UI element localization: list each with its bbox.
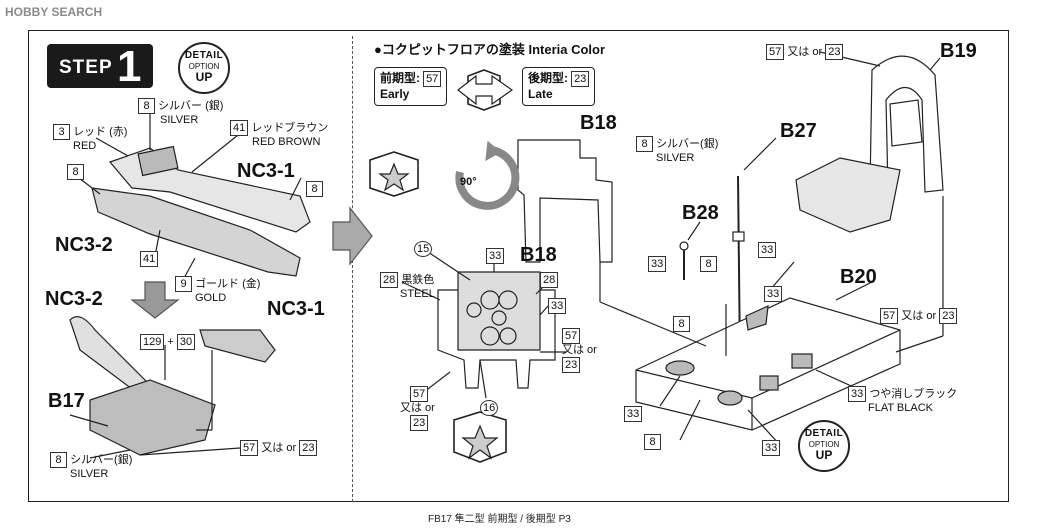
code-8-r: 8 xyxy=(700,256,717,272)
redbrown-callout: 41 レッドブラウン RED BROWN xyxy=(230,120,328,149)
badge2-line3: UP xyxy=(815,448,833,462)
color-name-en: SILVER xyxy=(160,114,199,126)
color-name-en: RED BROWN xyxy=(252,136,321,148)
color-code: 9 xyxy=(175,276,192,292)
code-8-b: 8 xyxy=(306,181,323,197)
red-callout: 3 レッド (赤) RED xyxy=(53,124,127,153)
early-box: 前期型: 57 Early xyxy=(374,67,448,106)
b28-codes: 33 xyxy=(648,256,667,272)
color-name-en: STEEL xyxy=(400,288,435,300)
color-code: 8 xyxy=(636,136,653,152)
code-33-a: 33 xyxy=(486,248,505,264)
code-41-b: 41 xyxy=(140,251,159,267)
part-b28: B28 xyxy=(682,202,719,224)
code-33-d: 33 xyxy=(758,242,777,258)
code-33-b: 33 xyxy=(548,298,567,314)
b20-or-callout: 57 又は or 23 xyxy=(880,308,958,324)
color-name-jp: シルバー(銀) xyxy=(70,454,133,466)
part-b18: B18 xyxy=(580,112,617,134)
badge-line2: OPTION xyxy=(188,62,220,71)
or-callout-a: 57 又は or 23 xyxy=(562,328,597,373)
page-footer: FB17 隼二型 前期型 / 後期型 P3 xyxy=(428,514,571,525)
or-callout-b: 57 又は or 23 xyxy=(400,386,435,431)
code-8-r3: 8 xyxy=(644,434,661,450)
part-b19: B19 xyxy=(940,40,977,62)
section-divider xyxy=(352,36,353,502)
code-33-e: 33 xyxy=(764,286,783,302)
part-b17: B17 xyxy=(48,390,85,412)
gold-callout: 9 ゴールド (金) GOLD xyxy=(175,276,260,305)
color-code: 41 xyxy=(230,120,249,136)
silver-callout: 8 シルバー (銀) SILVER xyxy=(138,98,223,127)
part-b27: B27 xyxy=(780,120,817,142)
mix-callout: 129 + 30 xyxy=(140,334,196,350)
late-box: 後期型: 23 Late xyxy=(522,67,596,106)
detail-up-badge: DETAIL OPTION UP xyxy=(178,42,230,94)
color-code: 8 xyxy=(50,452,67,468)
badge2-line2: OPTION xyxy=(808,440,840,449)
part-b20: B20 xyxy=(840,266,877,288)
decal-15: 15 xyxy=(414,241,433,257)
badge2-line1: DETAIL xyxy=(804,428,844,439)
color-name-jp: 黒鉄色 xyxy=(401,274,435,286)
code-28-b: 28 xyxy=(540,272,559,288)
step-number: 1 xyxy=(117,42,142,91)
badge-line1: DETAIL xyxy=(184,50,224,61)
color-name-jp: レッド (赤) xyxy=(73,126,128,138)
part-nc3-1: NC3-1 xyxy=(237,160,295,182)
instruction-frame xyxy=(28,30,1009,502)
color-name-en: SILVER xyxy=(656,152,695,164)
rotate-label: 90° xyxy=(460,176,477,188)
color-name-en: FLAT BLACK xyxy=(868,402,934,414)
silver2-callout: 8 シルバー(銀) SILVER xyxy=(50,452,132,481)
watermark: HOBBY SEARCH xyxy=(5,5,103,19)
color-code: 28 xyxy=(380,272,399,288)
color-name-jp: シルバー(銀) xyxy=(656,138,719,150)
step-word: STEP xyxy=(59,57,113,78)
color-name-jp: ゴールド (金) xyxy=(195,278,261,290)
color-name-jp: つや消しブラック xyxy=(869,388,958,400)
silver-callout-r: 8 シルバー(銀) SILVER xyxy=(636,136,718,165)
part-nc3-2-b: NC3-2 xyxy=(45,288,103,310)
color-code: 3 xyxy=(53,124,70,140)
part-nc3-2: NC3-2 xyxy=(55,234,113,256)
part-nc3-1-b: NC3-1 xyxy=(267,298,325,320)
part-b18-b: B18 xyxy=(520,244,557,266)
color-name-jp: シルバー (銀) xyxy=(158,100,224,112)
color-name-en: SILVER xyxy=(70,468,109,480)
color-code: 33 xyxy=(848,386,867,402)
step-badge: STEP 1 xyxy=(47,42,153,91)
detail-up-badge-2: DETAIL OPTION UP xyxy=(798,420,850,472)
flat-black-callout: 33 つや消しブラック FLAT BLACK xyxy=(848,386,957,415)
color-name-en: RED xyxy=(73,140,97,152)
code-33-f: 33 xyxy=(624,406,643,422)
steel-callout: 28 黒鉄色 STEEL xyxy=(380,272,435,301)
color-name-jp: レッドブラウン xyxy=(251,122,329,134)
alt-color-callout: 57 又は or 23 xyxy=(240,440,318,456)
code-8-a: 8 xyxy=(67,164,84,180)
decal-16: 16 xyxy=(480,400,499,416)
code-33-g: 33 xyxy=(762,440,781,456)
b19-or-callout: 57 又は or 23 xyxy=(766,44,844,60)
code-8-r2: 8 xyxy=(673,316,690,332)
section-title: ●コクピットフロアの塗装 Interia Color xyxy=(374,42,606,57)
badge-line3: UP xyxy=(195,70,213,84)
color-code: 8 xyxy=(138,98,155,114)
color-name-en: GOLD xyxy=(195,292,227,304)
